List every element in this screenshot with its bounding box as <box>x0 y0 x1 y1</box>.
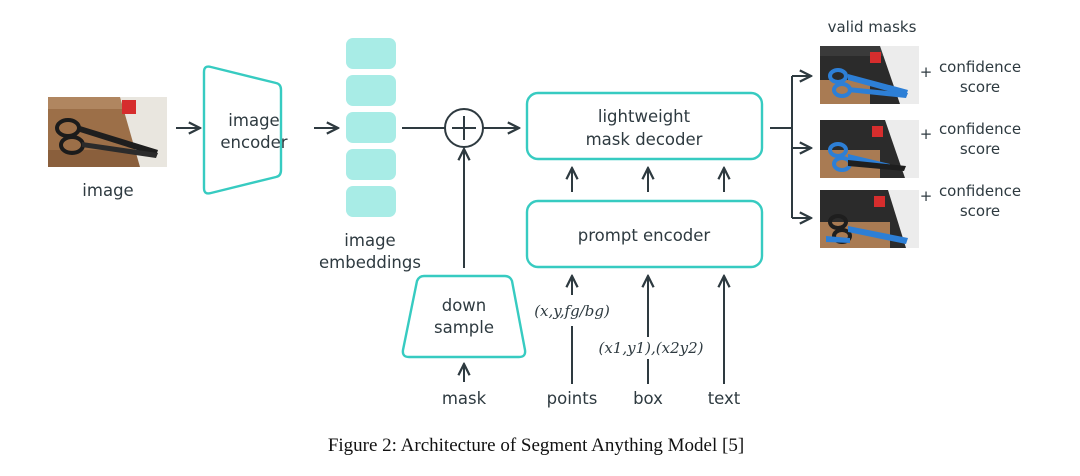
mask-decoder-block <box>525 91 764 161</box>
points-input-label: points <box>547 389 598 408</box>
image-encoder-label-line2: encoder <box>220 133 287 152</box>
confidence-score-1-line2: score <box>960 78 1000 96</box>
valid-masks-label: valid masks <box>828 18 917 36</box>
embeddings-label-line2: embeddings <box>319 253 421 272</box>
confidence-score-3-line1: confidence <box>939 182 1021 200</box>
prompt-encoder-label: prompt encoder <box>578 226 711 245</box>
output-mask-3 <box>820 190 919 248</box>
downsample-block <box>401 274 527 359</box>
embeddings-label-line1: image <box>344 231 395 250</box>
confidence-score-1-line1: confidence <box>939 58 1021 76</box>
mask-decoder-label-line2: mask decoder <box>586 130 703 149</box>
box-input-label: box <box>633 389 663 408</box>
image-encoder-block <box>202 65 283 195</box>
figure-caption: Figure 2: Architecture of Segment Anythi… <box>328 435 744 456</box>
plus-sign-2: + <box>920 125 933 143</box>
image-encoder-label-line1: image <box>228 111 279 130</box>
downsample-label-line2: sample <box>434 318 494 337</box>
confidence-score-2-line1: confidence <box>939 120 1021 138</box>
output-mask-1 <box>820 46 919 104</box>
confidence-score-2-line2: score <box>960 140 1000 158</box>
combine-plus-node <box>444 108 484 148</box>
input-image-label: image <box>82 181 133 200</box>
mask-decoder-label-line1: lightweight <box>598 107 691 126</box>
confidence-score-3-line2: score <box>960 202 1000 220</box>
downsample-label-line1: down <box>442 296 487 315</box>
plus-sign-1: + <box>920 63 933 81</box>
points-format-label: (x,y,fg/bg) <box>534 302 610 320</box>
output-mask-2 <box>820 120 919 178</box>
text-input-label: text <box>708 389 741 408</box>
image-embeddings-stack <box>346 38 396 217</box>
input-image-thumbnail <box>48 97 167 167</box>
mask-input-label: mask <box>442 389 487 408</box>
box-format-label: (x1,y1),(x2y2) <box>599 339 704 357</box>
plus-sign-3: + <box>920 187 933 205</box>
prompt-encoder-block <box>525 199 764 269</box>
